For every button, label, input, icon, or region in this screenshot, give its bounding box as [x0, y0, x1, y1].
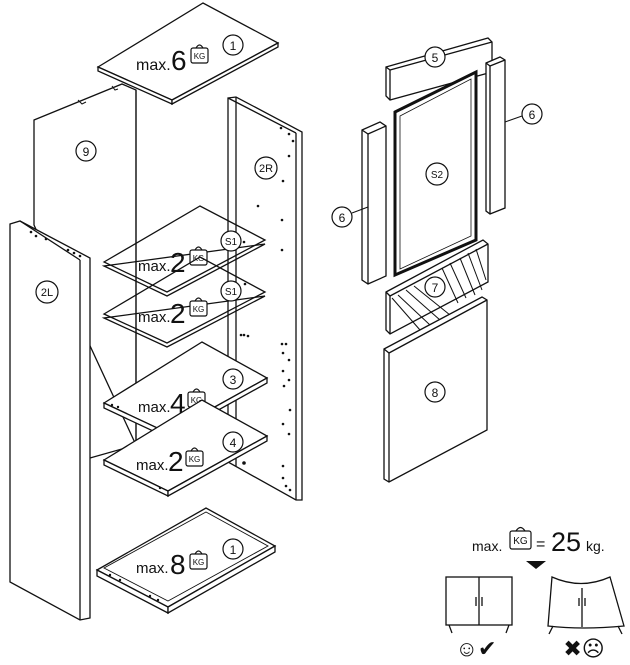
door-load-unit: kg. — [586, 538, 605, 554]
left-side-panel — [9, 220, 91, 621]
part-circle-S2 — [425, 162, 449, 186]
door-load-kg-icon: KG — [513, 536, 528, 547]
cabinet-correct-illustration — [445, 576, 513, 634]
part-label-7: 7 — [432, 281, 439, 295]
shelf-3-max-prefix: max. — [138, 399, 171, 416]
part-label-S1-upper: S1 — [225, 237, 238, 248]
part-circle-1-top — [222, 34, 244, 56]
part-circle-4 — [222, 431, 244, 453]
glass-upper-load-value: 2 — [170, 247, 186, 278]
left-panel-holes — [29, 230, 82, 258]
door-glass-pane — [393, 69, 478, 278]
weight-icon — [185, 447, 204, 467]
part-label-2L: 2L — [41, 287, 53, 299]
part-label-S2: S2 — [431, 170, 444, 181]
door-load-equals: = — [536, 536, 545, 553]
glass-shelf-lower — [101, 256, 267, 348]
door-load-value: 25 — [551, 527, 581, 557]
cabinet-incorrect-illustration — [547, 576, 625, 635]
glass-shelf-upper — [101, 205, 267, 297]
part-label-6-left: 6 — [339, 211, 346, 225]
shelf-3-load-value: 4 — [170, 388, 186, 419]
part-label-6-right: 6 — [529, 108, 536, 122]
top-shelf-panel — [96, 2, 280, 106]
part-circle-6-left — [331, 206, 353, 228]
rail-hatch — [391, 248, 487, 331]
door-load-max-prefix: max. — [472, 538, 502, 554]
part-circle-S1-upper — [220, 230, 242, 252]
part-circle-8 — [424, 381, 446, 403]
bottom-shelf-load-value: 8 — [170, 549, 186, 580]
part-circle-9 — [75, 140, 97, 162]
part-label-9: 9 — [83, 145, 90, 159]
weight-icon — [190, 44, 209, 64]
weight-icon — [189, 246, 208, 266]
bottom-shelf-panel — [95, 507, 277, 615]
part-circle-3 — [222, 368, 244, 390]
top-shelf-max-prefix: max. — [136, 57, 171, 74]
part-circle-6-right — [521, 103, 543, 125]
shelf-4-load-value: 2 — [168, 446, 184, 477]
part-label-4: 4 — [230, 436, 237, 450]
door-left-stile — [361, 121, 387, 285]
glass-upper-max-prefix: max. — [138, 258, 171, 275]
part-circle-5 — [424, 46, 446, 68]
part-label-3: 3 — [230, 373, 237, 387]
part-label-1-top: 1 — [230, 39, 237, 53]
part-label-1-bottom: 1 — [230, 543, 237, 557]
door-right-stile — [485, 56, 506, 215]
weight-icon — [189, 550, 208, 570]
glass-lower-max-prefix: max. — [138, 309, 171, 326]
part-circle-2L — [35, 280, 59, 304]
shelf-4-max-prefix: max. — [136, 457, 169, 474]
incorrect-symbols: ✖☹ — [563, 636, 604, 661]
right-panel-holes — [239, 126, 295, 492]
glass-lower-load-value: 2 — [170, 298, 186, 329]
correct-symbols: ☺✔ — [456, 636, 497, 661]
arrow-down-icon — [526, 561, 546, 569]
part-label-8: 8 — [432, 386, 439, 400]
part-label-5: 5 — [432, 51, 439, 65]
part-circle-2R — [254, 156, 278, 180]
weight-icon — [189, 297, 208, 317]
part-label-2R: 2R — [259, 163, 273, 175]
part-circle-S1-lower — [220, 280, 242, 302]
shelf-4-panel — [102, 399, 269, 498]
right-side-panel — [227, 96, 303, 501]
top-shelf-load-value: 6 — [171, 45, 187, 76]
part-circle-7 — [424, 276, 446, 298]
weight-icon: KG — [509, 526, 532, 550]
part-label-S1-lower: S1 — [225, 287, 238, 298]
part-circle-1-bottom — [222, 538, 244, 560]
bottom-shelf-max-prefix: max. — [136, 560, 169, 577]
